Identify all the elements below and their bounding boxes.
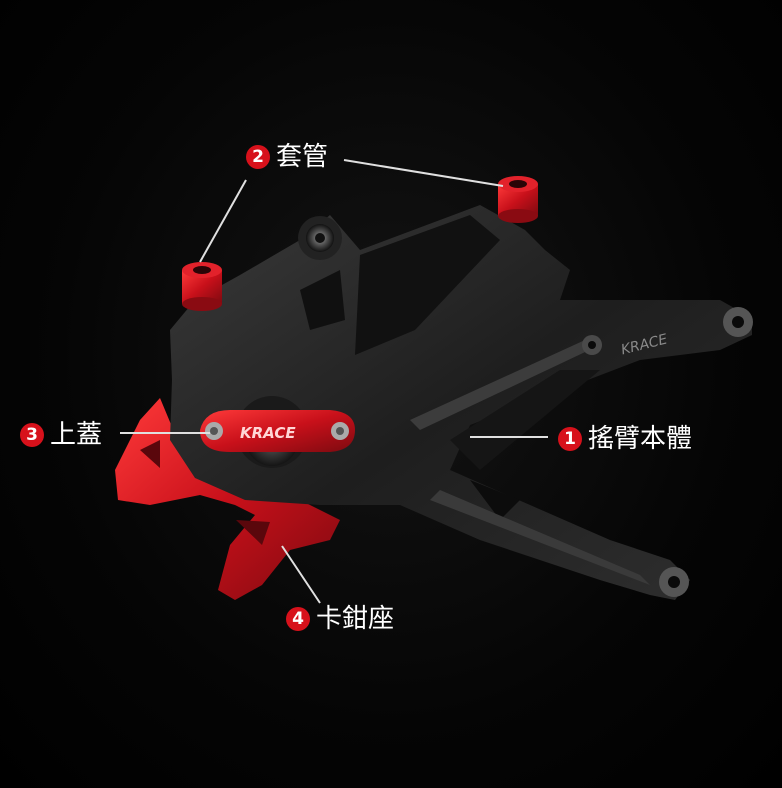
callout-caliper-mount: 4 卡鉗座	[286, 604, 394, 634]
callout-label: 套管	[276, 142, 329, 172]
callout-label: 卡鉗座	[316, 604, 395, 634]
callout-number-badge: 1	[558, 427, 582, 451]
callout-swingarm-body: 1 搖臂本體	[558, 424, 692, 454]
callout-number-badge: 4	[286, 607, 310, 631]
swingarm-body: KRACE	[170, 205, 752, 600]
callout-number-badge: 3	[20, 423, 44, 447]
callout-sleeve: 2 套管	[246, 142, 328, 172]
top-cover: KRACE	[200, 410, 355, 452]
bearing-wheel	[298, 216, 342, 260]
callout-number-badge: 2	[246, 145, 270, 169]
cover-logo: KRACE	[240, 424, 296, 442]
sleeve-left	[182, 262, 222, 311]
callout-label: 上蓋	[50, 420, 103, 450]
sleeve-right	[498, 176, 538, 223]
callout-top-cover: 3 上蓋	[20, 420, 102, 450]
callout-label: 搖臂本體	[588, 424, 693, 454]
